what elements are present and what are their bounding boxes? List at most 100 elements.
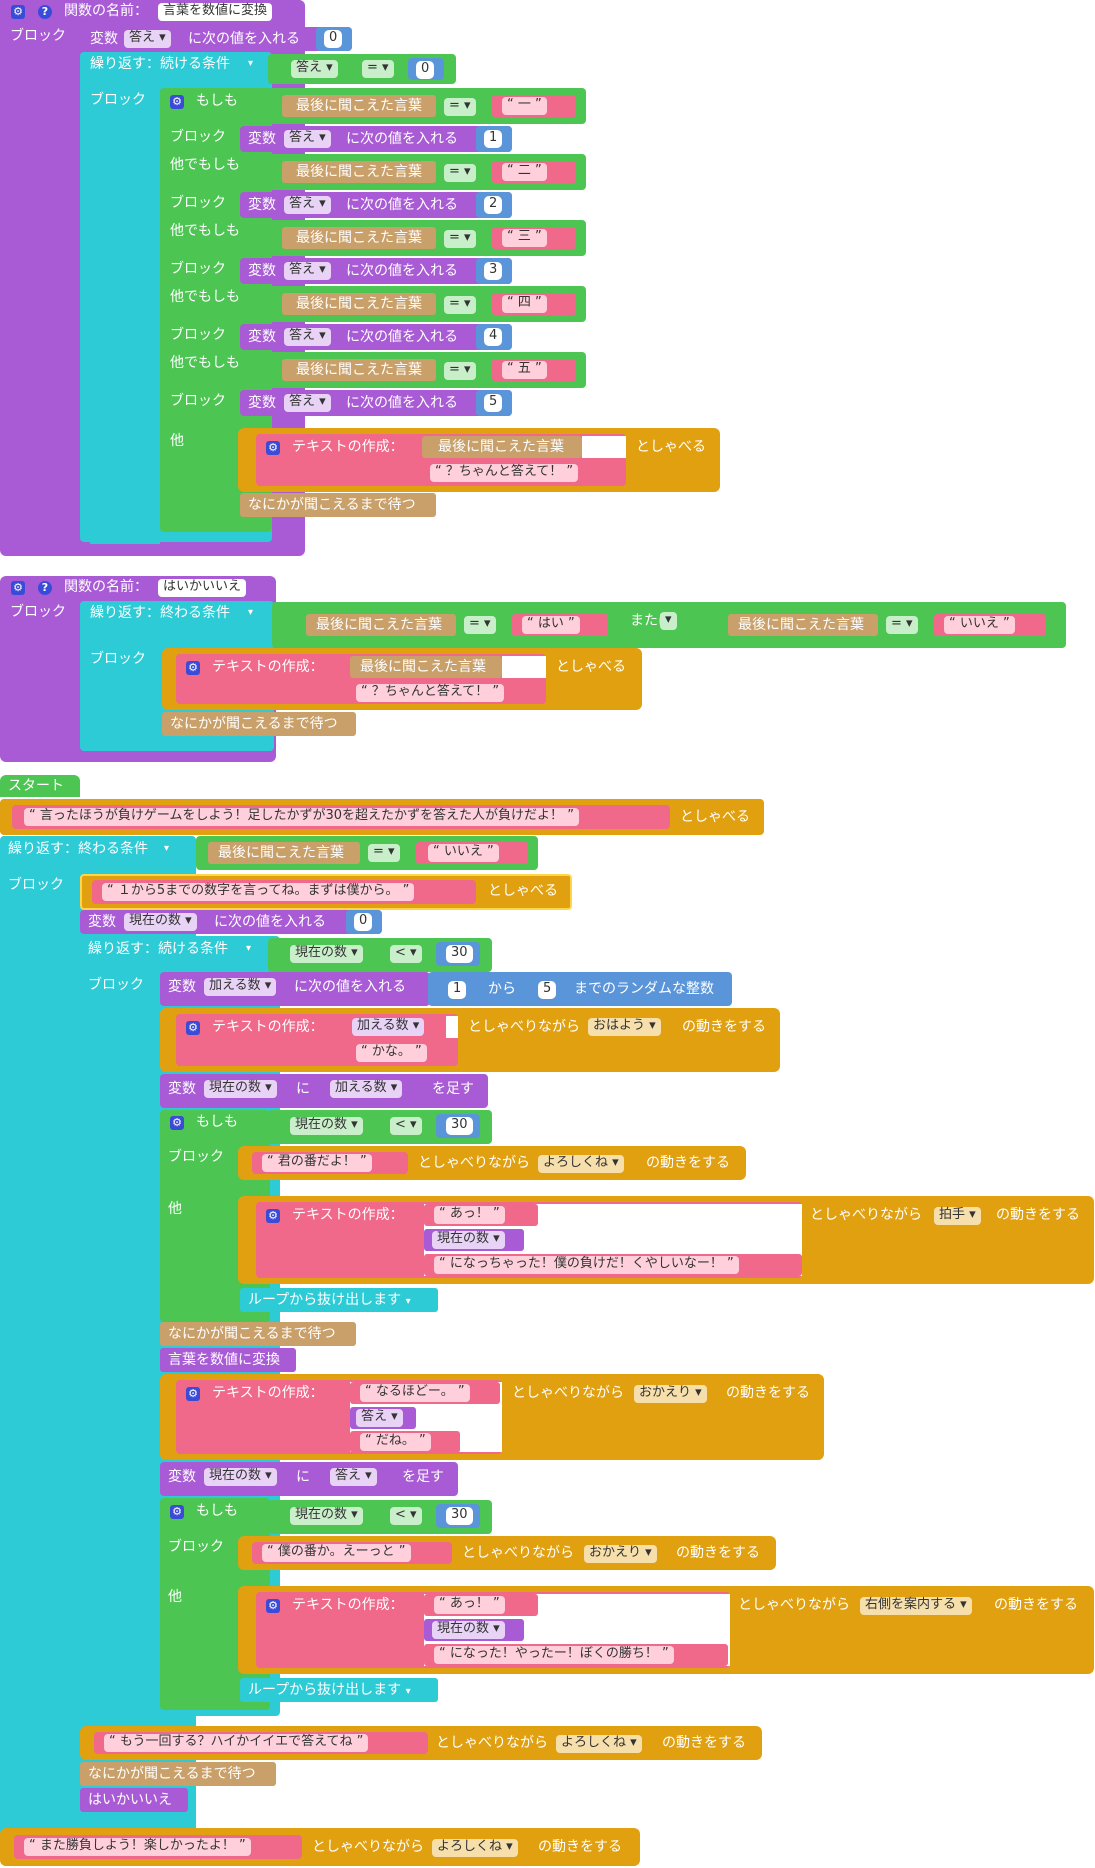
last-heard-label: 最後に聞こえた言葉 (296, 98, 422, 114)
text-field[interactable]: “ あっ！ ” (434, 1206, 505, 1224)
text-field[interactable]: “ 四 ” (502, 295, 547, 313)
block-label: ブロック (170, 327, 226, 343)
set-to-label: に次の値を入れる (346, 131, 458, 147)
elseif-label: 他でもしも (170, 157, 240, 173)
variable-dropdown[interactable]: 答え ▾ (284, 130, 331, 148)
operator-dropdown[interactable]: = ▾ (444, 362, 476, 380)
text-field[interactable]: “ なるほどー。 ” (360, 1384, 470, 1402)
variable-dropdown[interactable]: 答え ▾ (124, 30, 171, 48)
gear-icon[interactable]: ⚙ (170, 1116, 184, 1130)
block-label: ブロック (170, 195, 226, 211)
last-heard-block (282, 359, 436, 381)
text-field[interactable]: “ あっ！ ” (434, 1596, 505, 1614)
text-field[interactable]: “ になった！やったー！ぼくの勝ち！ ” (434, 1646, 674, 1664)
gear-icon[interactable]: ⚙ (186, 1021, 200, 1035)
loop-while-label: 繰り返す：続ける条件 (90, 56, 230, 72)
help-icon[interactable]: ? (38, 5, 52, 19)
text-field[interactable]: “ かな。 ” (356, 1044, 427, 1062)
wait-until-heard-block[interactable] (160, 1322, 356, 1346)
set-to-label: に次の値を入れる (346, 197, 458, 213)
text-field[interactable]: “ ？ちゃんと答えて！ ” (430, 464, 579, 482)
gear-icon[interactable]: ⚙ (170, 95, 184, 109)
variable-label: 変数 (248, 395, 276, 411)
gear-icon[interactable]: ⚙ (266, 1599, 280, 1613)
function-name-field[interactable]: 言葉を数値に変換 (158, 3, 273, 21)
wait-until-heard-block[interactable] (162, 712, 356, 736)
block-label: ブロック (170, 129, 226, 145)
wait-until-heard-block[interactable] (80, 1762, 276, 1786)
text-field[interactable]: “ 言ったほうが負けゲームをしよう！足したかずが30を超えたかずを答えた人が負け… (24, 808, 579, 826)
start-block[interactable] (0, 775, 80, 797)
last-heard-label: 最後に聞こえた言葉 (296, 230, 422, 246)
last-heard-label: 最後に聞こえた言葉 (296, 362, 422, 378)
text-field[interactable]: “ 僕の番か。えーっと ” (262, 1544, 411, 1562)
variable-dropdown[interactable]: 答え ▾ (284, 328, 331, 346)
text-field[interactable]: “ ？ちゃんと答えて！ ” (356, 684, 505, 702)
wait-until-heard-block[interactable] (240, 493, 436, 517)
number-field[interactable]: 0 (416, 61, 435, 79)
gear-icon[interactable]: ⚙ (186, 1387, 200, 1401)
help-icon[interactable]: ? (38, 581, 52, 595)
gear-icon[interactable]: ⚙ (11, 581, 25, 595)
call-function-block[interactable] (160, 1348, 296, 1372)
text-field[interactable]: “ 一 ” (502, 97, 547, 115)
function-name-field[interactable]: はいかいいえ (158, 579, 247, 597)
text-field[interactable]: “ １から5までの数字を言ってね。まずは僕から。 ” (102, 883, 415, 901)
gear-icon[interactable]: ⚙ (266, 441, 280, 455)
set-to-label: に次の値を入れる (346, 395, 458, 411)
function-name-label: 関数の名前： (64, 3, 148, 19)
gear-icon[interactable]: ⚙ (266, 1209, 280, 1223)
number-field[interactable]: 5 (484, 394, 503, 412)
gear-icon[interactable]: ⚙ (186, 661, 200, 675)
text-field[interactable]: “ 五 ” (502, 361, 547, 379)
operator-dropdown[interactable]: = ▾ (444, 296, 476, 314)
random-int-block[interactable] (428, 972, 732, 1006)
set-to-label: に次の値を入れる (346, 263, 458, 279)
text-field[interactable]: “ もう一回する？ハイかイイエで答えてね ” (104, 1734, 369, 1752)
operator-dropdown[interactable]: = ▾ (444, 98, 476, 116)
variable-label: 変数 (248, 329, 276, 345)
last-heard-block (282, 293, 436, 315)
operator-dropdown[interactable]: = ▾ (444, 230, 476, 248)
call-function-block[interactable] (80, 1788, 188, 1812)
variable-label: 変数 (248, 197, 276, 213)
elseif-label: 他でもしも (170, 289, 240, 305)
text-field[interactable]: “ いいえ ” (428, 844, 499, 862)
text-field[interactable]: “ になっちゃった！僕の負けだ！くやしいなー！ ” (434, 1256, 739, 1274)
gear-icon[interactable]: ⚙ (170, 1505, 184, 1519)
variable-dropdown[interactable]: 答え ▾ (284, 196, 331, 214)
operator-dropdown[interactable]: = ▾ (444, 164, 476, 182)
number-field[interactable]: 1 (484, 130, 503, 148)
gear-icon[interactable]: ⚙ (11, 5, 25, 19)
number-field[interactable]: 3 (484, 262, 503, 280)
elseif-label: 他でもしも (170, 355, 240, 371)
variable-dropdown[interactable]: 答え ▾ (284, 262, 331, 280)
last-heard-block (282, 227, 436, 249)
block-label: ブロック (170, 261, 226, 277)
text-field[interactable]: “ 三 ” (502, 229, 547, 247)
number-field[interactable]: 2 (484, 196, 503, 214)
text-field[interactable]: “ いいえ ” (944, 616, 1015, 634)
variable-dropdown[interactable]: 答え ▾ (291, 60, 338, 78)
text-field[interactable]: “ はい ” (522, 616, 580, 634)
text-field[interactable]: “ 二 ” (502, 163, 547, 181)
number-field[interactable]: 4 (484, 328, 503, 346)
break-loop-block[interactable] (240, 1678, 438, 1702)
variable-dropdown[interactable]: 答え ▾ (284, 394, 331, 412)
last-heard-block (282, 161, 436, 183)
text-field[interactable]: “ また勝負しよう！楽しかったよ！ ” (24, 1838, 251, 1856)
block-label: ブロック (170, 393, 226, 409)
last-heard-block[interactable] (422, 436, 582, 458)
last-heard-label: 最後に聞こえた言葉 (296, 164, 422, 180)
text-field[interactable]: “ 君の番だよ！ ” (262, 1154, 372, 1172)
variable-label: 変数 (248, 263, 276, 279)
set-to-label: に次の値を入れる (346, 329, 458, 345)
variable-label: 変数 (248, 131, 276, 147)
block-label: ブロック (10, 28, 66, 44)
text-field[interactable]: “ だね。 ” (360, 1433, 431, 1451)
number-field[interactable]: 0 (324, 30, 343, 48)
break-loop-block[interactable] (240, 1288, 438, 1312)
last-heard-label: 最後に聞こえた言葉 (296, 296, 422, 312)
start-label: スタート (8, 778, 64, 794)
operator-dropdown[interactable]: = ▾ (362, 60, 394, 78)
